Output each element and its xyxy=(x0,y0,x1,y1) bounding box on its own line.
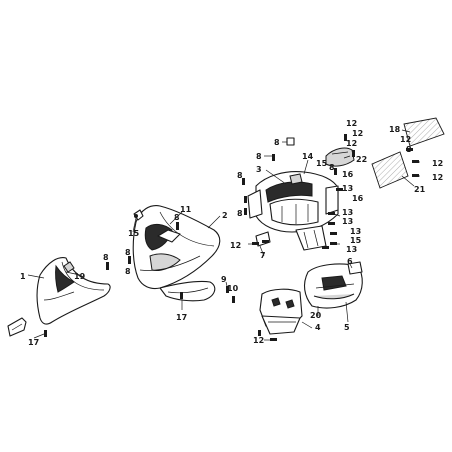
callout-12: 12 xyxy=(432,159,443,168)
callout-13: 13 xyxy=(342,184,353,193)
callout-12: 12 xyxy=(352,129,363,138)
callout-6: 6 xyxy=(347,257,353,266)
callout-11: 11 xyxy=(180,205,192,214)
callout-15: 15 xyxy=(128,229,140,238)
callout-13: 13 xyxy=(346,245,357,254)
callout-8: 8 xyxy=(256,152,262,161)
callout-12: 12 xyxy=(346,119,357,128)
callout-8: 8 xyxy=(103,253,109,262)
inner-panel-part xyxy=(247,171,339,233)
callout-16: 16 xyxy=(352,194,364,203)
callout-8: 8 xyxy=(174,213,180,222)
callout-8: 8 xyxy=(125,248,131,257)
tab-part xyxy=(286,137,295,146)
small-bracket-part xyxy=(7,317,27,337)
callout-3: 3 xyxy=(256,165,262,174)
rear-cover-top-part xyxy=(403,117,445,147)
callout-15: 15 xyxy=(316,159,328,168)
callout-10: 10 xyxy=(227,284,239,293)
callout-5: 5 xyxy=(344,323,350,332)
lower-fairing-part xyxy=(36,257,111,325)
callout-12: 12 xyxy=(253,336,264,345)
callout-8: 8 xyxy=(237,209,243,218)
front-cowl-part xyxy=(132,205,221,290)
callout-16: 16 xyxy=(342,170,354,179)
callout-13: 13 xyxy=(342,217,353,226)
cap-part xyxy=(325,147,355,167)
lower-cowl-part xyxy=(159,280,216,302)
callout-4: 4 xyxy=(315,323,321,332)
fastener-group xyxy=(44,134,419,341)
callout-labels: 1 19 8 17 8 8 15 8 11 2 17 9 10 12 7 8 8… xyxy=(20,119,443,347)
floor-bracket-part xyxy=(259,288,303,335)
callout-9: 9 xyxy=(221,275,227,284)
leader-lines xyxy=(27,129,420,341)
callout-8: 8 xyxy=(274,138,280,147)
callout-13: 13 xyxy=(342,208,353,217)
callout-2: 2 xyxy=(222,211,228,220)
callout-14: 14 xyxy=(302,152,314,161)
callout-8: 8 xyxy=(237,171,243,180)
callout-1: 1 xyxy=(20,272,26,281)
callout-17: 17 xyxy=(176,313,187,322)
callout-8: 8 xyxy=(125,267,131,276)
callout-17: 17 xyxy=(28,338,39,347)
callout-12: 12 xyxy=(400,135,411,144)
callout-7: 7 xyxy=(260,251,266,260)
callout-15: 15 xyxy=(350,236,362,245)
callout-8: 8 xyxy=(329,163,335,172)
callout-12: 12 xyxy=(432,173,443,182)
under-cover-part xyxy=(303,261,363,309)
callout-21: 21 xyxy=(414,185,426,194)
callout-20: 20 xyxy=(310,311,322,320)
callout-18: 18 xyxy=(389,125,401,134)
rear-cover-part xyxy=(371,151,409,189)
callout-12: 12 xyxy=(230,241,241,250)
callout-12: 12 xyxy=(346,139,357,148)
callout-22: 22 xyxy=(356,155,367,164)
frame-stay-part xyxy=(255,225,327,251)
callout-8: 8 xyxy=(406,145,412,154)
callout-13: 13 xyxy=(350,227,361,236)
callout-19: 19 xyxy=(74,272,86,281)
